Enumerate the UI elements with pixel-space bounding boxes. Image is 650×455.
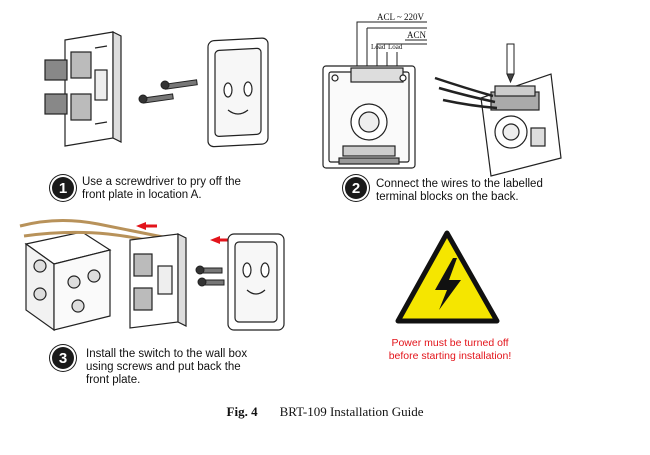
acn-label: ACN bbox=[407, 30, 427, 40]
step3-instruction: Install the switch to the wall box using… bbox=[86, 348, 247, 387]
step3-line2: using screws and put back the bbox=[86, 361, 241, 373]
load1-label: Load bbox=[371, 43, 386, 51]
step2-instruction: Connect the wires to the labelled termin… bbox=[376, 178, 543, 204]
wall-box bbox=[24, 231, 112, 332]
figure-caption: Fig. 4 BRT-109 Installation Guide bbox=[0, 404, 650, 420]
step2-number-badge: 2 bbox=[345, 177, 367, 199]
step2-illustration: ACL ~ 220V ACN Load Load bbox=[322, 12, 562, 177]
high-voltage-icon bbox=[395, 230, 500, 324]
warning-line1: Power must be turned off bbox=[391, 337, 509, 349]
acl-label: ACL ~ 220V bbox=[377, 12, 425, 22]
load2-label: Load bbox=[388, 43, 403, 51]
figure-label: Fig. 4 bbox=[226, 404, 258, 419]
step3-line1: Install the switch to the wall box bbox=[86, 348, 248, 360]
terminal-block-view bbox=[434, 73, 562, 177]
step3-line3: front plate. bbox=[86, 374, 141, 386]
warning-line2: before starting installation! bbox=[388, 349, 512, 362]
front-plate bbox=[207, 37, 269, 148]
step1-number-badge: 1 bbox=[52, 177, 74, 199]
wiring-labels: ACL ~ 220V ACN Load Load bbox=[371, 12, 427, 51]
warning-message: Power must be turned off before starting… bbox=[360, 337, 540, 362]
screwdriver-icon bbox=[506, 43, 515, 84]
step1-illustration bbox=[44, 31, 269, 148]
switch-module bbox=[44, 31, 122, 147]
switch-module bbox=[129, 233, 187, 329]
screw-icon bbox=[138, 79, 198, 104]
step2-line2: terminal blocks on the back. bbox=[376, 191, 519, 203]
step1-instruction: Use a screwdriver to pry off the front p… bbox=[82, 176, 241, 202]
front-plate bbox=[227, 233, 285, 331]
step1-line1: Use a screwdriver to pry off the bbox=[82, 176, 241, 188]
step1-line2: front plate in location A. bbox=[82, 189, 202, 201]
figure-title: BRT-109 Installation Guide bbox=[279, 404, 424, 419]
step3-illustration bbox=[19, 218, 285, 332]
direction-arrow-icon bbox=[136, 222, 231, 244]
wires bbox=[356, 21, 427, 68]
step3-number-badge: 3 bbox=[52, 347, 74, 369]
step2-line1: Connect the wires to the labelled bbox=[376, 178, 543, 190]
screw-icon bbox=[195, 265, 225, 287]
switch-back-plate bbox=[322, 65, 416, 169]
